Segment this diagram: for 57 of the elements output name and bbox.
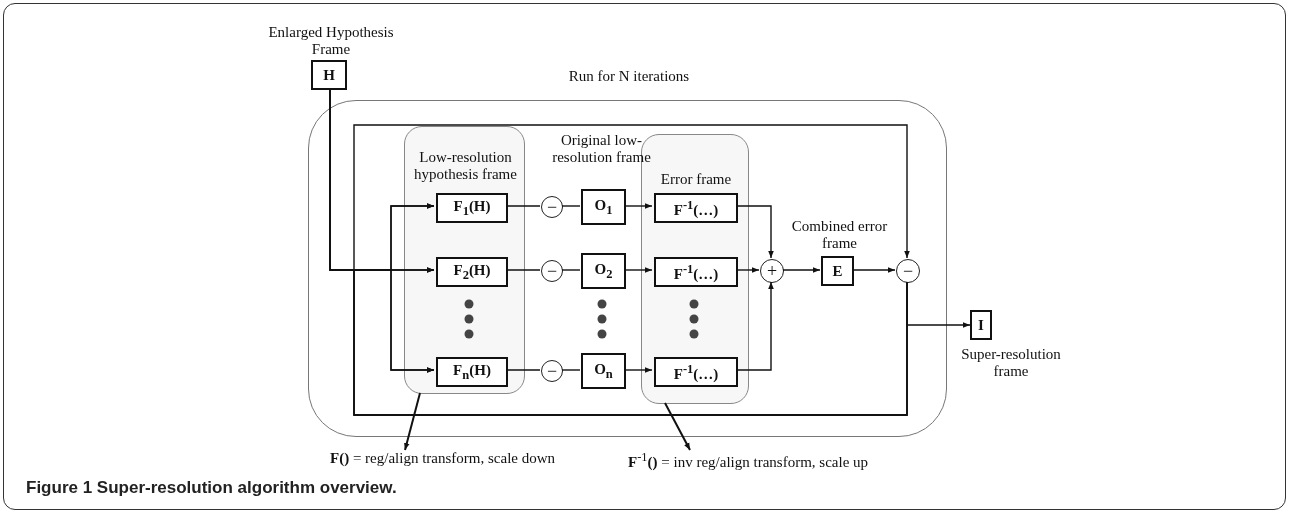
box-label: I — [978, 316, 984, 334]
arrow — [624, 267, 653, 273]
box-label: F$^{-1}$(…) — [673, 261, 719, 283]
arrow — [735, 267, 760, 273]
figure-caption: Figure 1 Super-resolution algorithm overview. — [26, 478, 397, 498]
operator-circle — [760, 259, 784, 283]
connector-line — [561, 269, 581, 271]
note-text: F() = reg/align transform, scale down — [330, 450, 600, 470]
operator-circle — [896, 259, 920, 283]
process-box — [654, 193, 738, 223]
arrow — [782, 267, 821, 273]
operator-circle — [541, 360, 563, 382]
process-box — [436, 257, 508, 287]
operator-sign: − — [546, 198, 558, 216]
leader-line — [404, 392, 421, 451]
connector-line — [505, 369, 541, 371]
connector-line — [561, 369, 581, 371]
connector-line — [505, 205, 541, 207]
group-panel — [404, 126, 525, 394]
arrow — [735, 281, 774, 371]
operator-sign: − — [902, 262, 914, 280]
caption-text: Super-resolution frame — [960, 346, 1062, 380]
box-label: F$_{n}$(H) — [453, 361, 491, 383]
heading-text: Error frame — [659, 171, 733, 188]
operator-sign: − — [546, 262, 558, 280]
box-label: O$_{2}$ — [594, 260, 613, 282]
box-label: O$_{n}$ — [594, 360, 613, 382]
process-box — [581, 353, 626, 389]
process-box — [436, 193, 508, 223]
box-label: F$_{2}$(H) — [453, 261, 491, 283]
connector-line — [561, 205, 581, 207]
arrow — [735, 205, 774, 259]
process-box — [654, 257, 738, 287]
arrow — [624, 367, 653, 373]
process-box — [436, 357, 508, 387]
caption-text: Combined error frame — [790, 218, 889, 252]
box-label: F$^{-1}$(…) — [673, 197, 719, 219]
box-label: E — [832, 262, 843, 280]
process-box — [654, 357, 738, 387]
arrow — [852, 267, 896, 273]
operator-sign: − — [546, 362, 558, 380]
process-box — [581, 253, 626, 289]
leader-line — [664, 402, 691, 451]
connector-line — [505, 269, 541, 271]
heading-text: Run for N iterations — [567, 68, 691, 85]
operator-circle — [541, 196, 563, 218]
box-label: F$^{-1}$(…) — [673, 361, 719, 383]
heading-text: Enlarged Hypothesis Frame — [267, 24, 395, 58]
box-label: F$_{1}$(H) — [453, 197, 491, 219]
box-label: H — [323, 66, 335, 84]
arrow — [624, 203, 653, 209]
caption-text: Original low-resolution frame — [551, 132, 652, 166]
operator-sign: + — [766, 262, 778, 280]
note-text: F$^{-1}$() = inv reg/align transform, scale up — [628, 450, 928, 470]
heading-text: Low-resolution hypothesis frame — [413, 149, 518, 183]
operator-circle — [541, 260, 563, 282]
box-label: O$_{1}$ — [594, 196, 613, 218]
